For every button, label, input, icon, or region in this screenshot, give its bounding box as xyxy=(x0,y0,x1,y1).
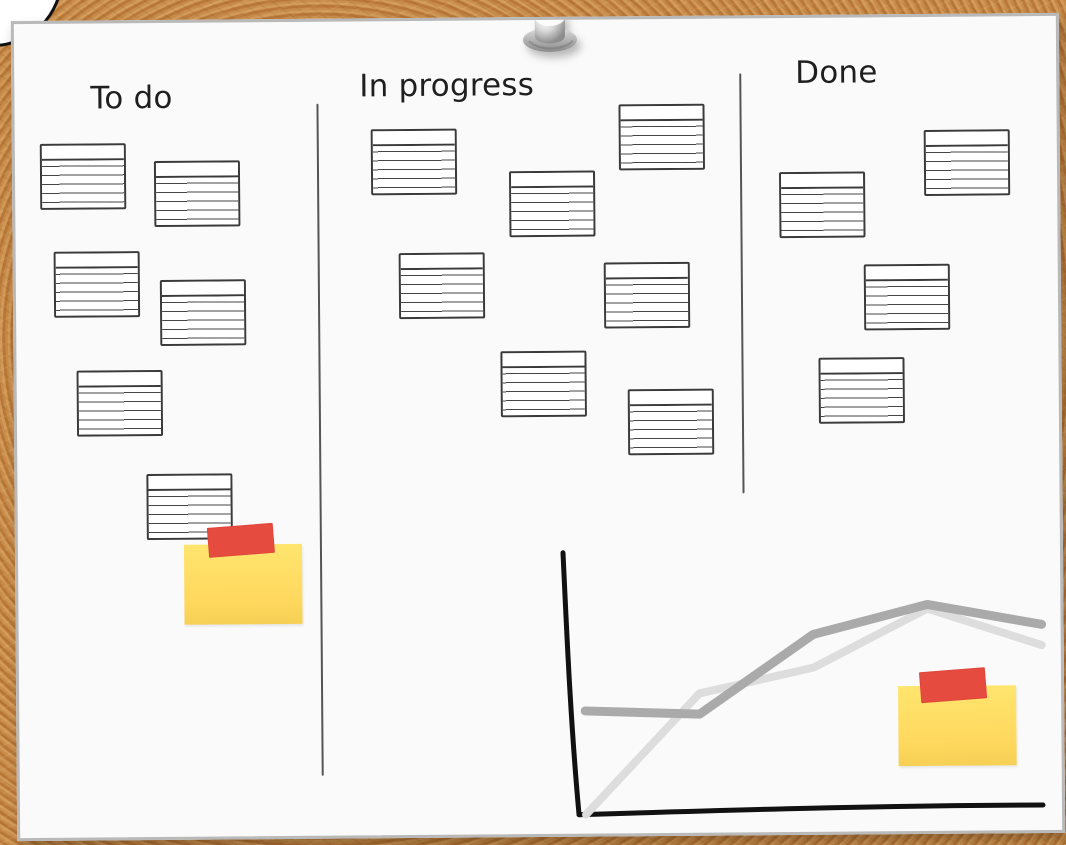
column-divider-left xyxy=(316,103,324,776)
task-card[interactable] xyxy=(627,388,715,456)
task-card[interactable] xyxy=(779,171,866,239)
task-card[interactable] xyxy=(923,129,1011,196)
column-title-done: Done xyxy=(795,54,878,91)
task-card[interactable] xyxy=(153,160,241,228)
task-card[interactable] xyxy=(508,170,596,238)
sticky-note-tape xyxy=(918,667,988,704)
burndown-chart xyxy=(560,550,1047,819)
task-card[interactable] xyxy=(76,369,164,437)
task-card[interactable] xyxy=(618,103,705,171)
sticky-note-tape xyxy=(206,522,275,558)
column-title-to-do: To do xyxy=(90,79,173,117)
task-card[interactable] xyxy=(370,128,458,196)
task-card[interactable] xyxy=(603,261,691,329)
chart-series-line-1 xyxy=(582,604,1046,819)
task-card[interactable] xyxy=(53,251,141,318)
task-card[interactable] xyxy=(159,279,247,346)
task-card[interactable] xyxy=(863,263,951,331)
push-pin-icon xyxy=(522,12,577,52)
task-card[interactable] xyxy=(818,357,905,424)
kanban-board: To do In progress Done xyxy=(10,12,1066,842)
chart-x-axis xyxy=(576,802,1046,818)
task-card[interactable] xyxy=(398,252,486,320)
chart-y-axis xyxy=(560,550,582,818)
column-divider-right xyxy=(739,73,745,494)
task-card[interactable] xyxy=(500,350,587,418)
chart-series-line-2 xyxy=(580,599,1047,719)
column-title-in-progress: In progress xyxy=(359,67,535,105)
task-card[interactable] xyxy=(39,143,127,210)
sticky-note[interactable] xyxy=(183,543,303,625)
